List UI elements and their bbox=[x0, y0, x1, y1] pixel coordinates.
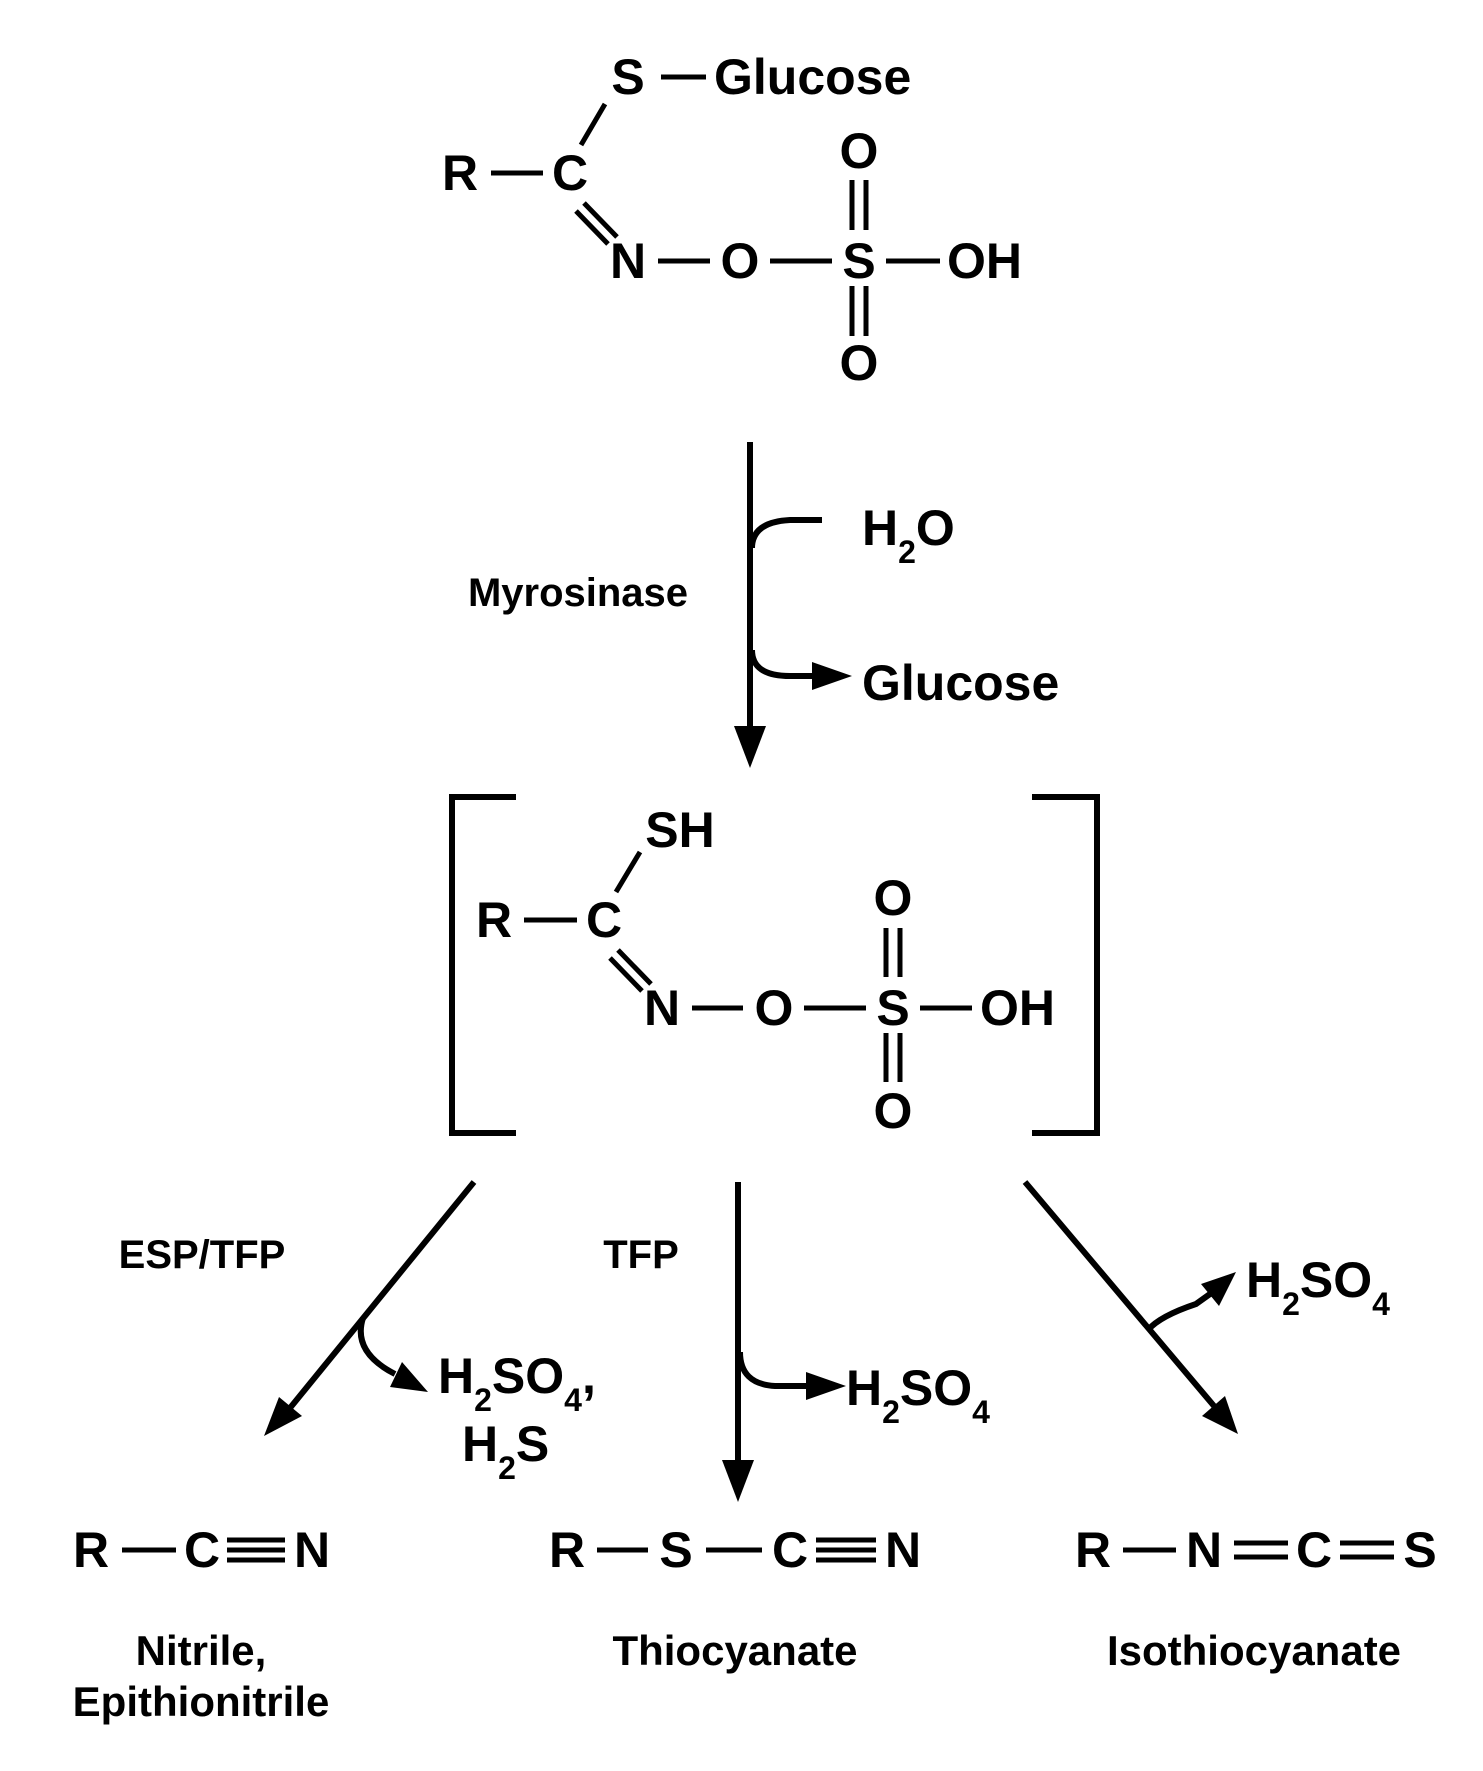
intermediate-oxygen-link: O bbox=[755, 980, 794, 1036]
thiocyanate-c: C bbox=[772, 1522, 808, 1578]
glucose-outgoing-curve bbox=[749, 649, 815, 679]
h2so4-so: SO bbox=[900, 1360, 972, 1416]
thiocyanate-arrowhead bbox=[722, 1460, 754, 1502]
nitrile-name-line2: Epithionitrile bbox=[73, 1678, 330, 1725]
isothiocyanate-byproduct-arrowhead bbox=[1201, 1272, 1236, 1306]
intermediate-bond-c-n-a bbox=[616, 948, 653, 986]
bond-c-n-double-a bbox=[582, 201, 619, 239]
left-bracket bbox=[449, 794, 516, 1136]
glucosinolate-oxygen-link: O bbox=[721, 233, 760, 289]
h2so4-h: H bbox=[438, 1348, 474, 1404]
isothiocyanate-pathway: H2SO4 R N C S Isothiocyanate bbox=[1022, 1180, 1437, 1674]
bond-c-sh bbox=[613, 850, 643, 894]
thiocyanate-s: S bbox=[659, 1522, 692, 1578]
h2so4-h: H bbox=[1246, 1252, 1282, 1308]
h2so4-so: SO bbox=[1300, 1252, 1372, 1308]
myrosinase-label: Myrosinase bbox=[468, 571, 688, 615]
bond-c-s bbox=[578, 102, 608, 147]
isothiocyanate-name: Isothiocyanate bbox=[1107, 1627, 1401, 1674]
thiocyanate-pathway: TFP H2SO4 R S C N Thiocyanate bbox=[549, 1182, 990, 1674]
glucosinolate-glucose: Glucose bbox=[714, 49, 911, 105]
glucosinolate-structure: S Glucose R C N O S OH O O bbox=[442, 49, 1022, 391]
h2so4-so: SO bbox=[492, 1348, 564, 1404]
tfp-label: TFP bbox=[603, 1233, 679, 1277]
thiocyanate-byproduct-arrowhead bbox=[806, 1372, 846, 1400]
nitrile-byproduct-arrowhead bbox=[390, 1362, 428, 1392]
isothiocyanate-s: S bbox=[1403, 1522, 1436, 1578]
thiocyanate-r: R bbox=[549, 1522, 585, 1578]
h2so4-sub-4: 4 bbox=[972, 1394, 990, 1430]
nitrile-byproduct-line1: H2SO4, bbox=[438, 1348, 596, 1418]
water-incoming-curve bbox=[749, 517, 822, 549]
intermediate-nitrogen: N bbox=[644, 980, 680, 1036]
thiohydroximate-intermediate: SH R C N O S OH O O bbox=[449, 794, 1100, 1139]
h2so4-sub-2: 2 bbox=[474, 1382, 492, 1418]
nitrile-pathway: ESP/TFP H2SO4, H2S R C N Nitrile, Epithi… bbox=[73, 1180, 596, 1725]
glucose-outgoing-arrowhead bbox=[812, 662, 852, 690]
intermediate-hydroxyl: OH bbox=[980, 980, 1055, 1036]
glucosinolate-sulfonate-sulfur: S bbox=[842, 233, 875, 289]
nitrile-r: R bbox=[73, 1522, 109, 1578]
esp-tfp-label: ESP/TFP bbox=[119, 1233, 286, 1277]
h2s-h: H bbox=[462, 1416, 498, 1472]
glucosinolate-r-group: R bbox=[442, 145, 478, 201]
h2so4-sub-2: 2 bbox=[882, 1394, 900, 1430]
intermediate-carbon: C bbox=[586, 892, 622, 948]
h2so4-h: H bbox=[846, 1360, 882, 1416]
water-reagent: H2O bbox=[862, 500, 955, 570]
isothiocyanate-r: R bbox=[1075, 1522, 1111, 1578]
h2s-sub-2: 2 bbox=[498, 1450, 516, 1486]
glucosinolate-hydroxyl: OH bbox=[947, 233, 1022, 289]
thiocyanate-byproduct-curve bbox=[737, 1351, 810, 1389]
nitrile-name-line1: Nitrile, bbox=[136, 1627, 267, 1674]
isothiocyanate-arrowhead bbox=[1202, 1396, 1238, 1434]
bond-c-n-double-b bbox=[574, 209, 610, 246]
intermediate-oxo-bottom: O bbox=[874, 1083, 913, 1139]
byproduct-comma: , bbox=[582, 1348, 596, 1404]
glucosinolate-sulfur: S bbox=[611, 49, 644, 105]
nitrile-c: C bbox=[184, 1522, 220, 1578]
intermediate-thiol: SH bbox=[645, 802, 714, 858]
h2so4-sub-4: 4 bbox=[564, 1382, 582, 1418]
glucosinolate-oxo-bottom: O bbox=[840, 335, 879, 391]
nitrile-byproduct-curve bbox=[357, 1317, 397, 1377]
right-bracket bbox=[1032, 794, 1100, 1136]
glucosinolate-carbon: C bbox=[552, 145, 588, 201]
h2s-s: S bbox=[516, 1416, 549, 1472]
thiocyanate-byproduct: H2SO4 bbox=[846, 1360, 990, 1430]
h2so4-sub-4: 4 bbox=[1372, 1286, 1390, 1322]
nitrile-arrowhead bbox=[264, 1397, 302, 1436]
glucosinolate-nitrogen: N bbox=[610, 233, 646, 289]
isothiocyanate-byproduct: H2SO4 bbox=[1246, 1252, 1390, 1322]
isothiocyanate-byproduct-curve bbox=[1145, 1291, 1212, 1333]
nitrile-byproduct-line2: H2S bbox=[462, 1416, 549, 1486]
thiocyanate-n: N bbox=[885, 1522, 921, 1578]
intermediate-sulfonate-sulfur: S bbox=[876, 980, 909, 1036]
intermediate-r-group: R bbox=[476, 892, 512, 948]
myrosinase-step: Myrosinase H2O Glucose bbox=[468, 442, 1059, 768]
h2so4-sub-2: 2 bbox=[1282, 1286, 1300, 1322]
intermediate-bond-c-n-b bbox=[608, 956, 644, 993]
released-glucose: Glucose bbox=[862, 655, 1059, 711]
water-subscript: 2 bbox=[898, 534, 916, 570]
thiocyanate-name: Thiocyanate bbox=[612, 1627, 857, 1674]
nitrile-arrow-shaft bbox=[287, 1180, 477, 1410]
myrosinase-arrowhead bbox=[734, 726, 766, 768]
isothiocyanate-c: C bbox=[1296, 1522, 1332, 1578]
water-h: H bbox=[862, 500, 898, 556]
glucosinolate-oxo-top: O bbox=[840, 123, 879, 179]
intermediate-oxo-top: O bbox=[874, 870, 913, 926]
isothiocyanate-n: N bbox=[1186, 1522, 1222, 1578]
nitrile-n: N bbox=[294, 1522, 330, 1578]
water-o: O bbox=[916, 500, 955, 556]
isothiocyanate-arrow-shaft bbox=[1022, 1180, 1217, 1408]
